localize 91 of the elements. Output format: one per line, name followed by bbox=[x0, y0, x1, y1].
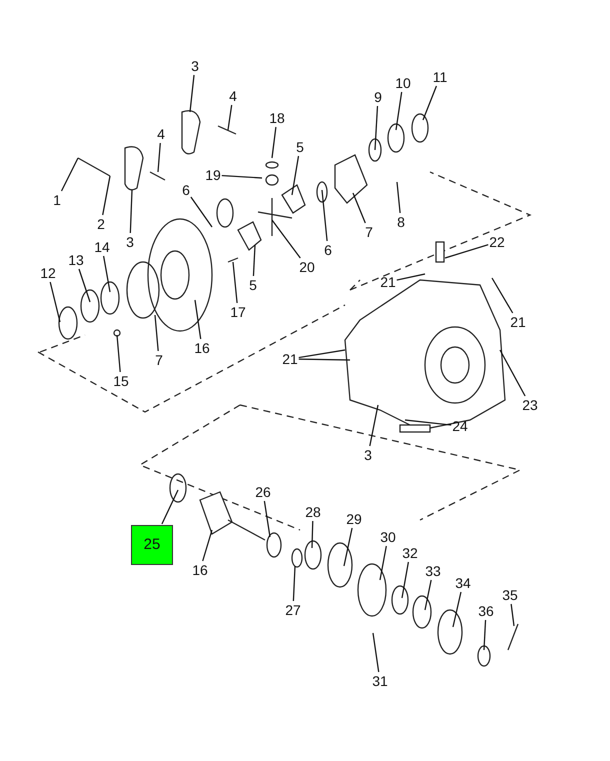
leader-line bbox=[422, 86, 437, 120]
callout-number: 30 bbox=[380, 529, 396, 545]
callout-number: 16 bbox=[192, 562, 208, 578]
leader-line bbox=[510, 604, 515, 626]
leader-line bbox=[372, 632, 380, 672]
leader-line bbox=[116, 334, 121, 372]
callout-number: 19 bbox=[205, 167, 221, 183]
callout-number: 3 bbox=[191, 58, 199, 74]
callout-number: 17 bbox=[230, 304, 246, 320]
callout-number: 31 bbox=[372, 673, 388, 689]
callout-number: 21 bbox=[282, 351, 298, 367]
callout-number: 27 bbox=[285, 602, 301, 618]
callout-number: 7 bbox=[365, 224, 373, 240]
callout-number: 23 bbox=[522, 397, 538, 413]
leader-line bbox=[395, 92, 402, 130]
leader-line bbox=[298, 358, 350, 361]
callout-number: 24 bbox=[452, 418, 468, 434]
leader-line bbox=[311, 520, 314, 548]
callout-number: 26 bbox=[255, 484, 271, 500]
callout-number: 22 bbox=[489, 234, 505, 250]
leader-line bbox=[189, 74, 195, 112]
callout-number: 7 bbox=[155, 352, 163, 368]
leader-line bbox=[272, 220, 301, 258]
callout-number: 14 bbox=[94, 239, 110, 255]
callout-number: 13 bbox=[68, 252, 84, 268]
callout-number: 33 bbox=[425, 563, 441, 579]
leader-line bbox=[396, 182, 401, 214]
leader-line bbox=[321, 190, 328, 242]
leader-line bbox=[161, 490, 179, 524]
leader-line bbox=[401, 562, 409, 598]
callout-number: 28 bbox=[305, 504, 321, 520]
callout-number: 34 bbox=[455, 575, 471, 591]
leader-line bbox=[271, 126, 276, 158]
callout-number: 10 bbox=[395, 75, 411, 91]
leader-line bbox=[78, 268, 91, 302]
leader-line bbox=[444, 244, 488, 259]
leader-line bbox=[374, 106, 378, 150]
leader-line bbox=[292, 566, 296, 602]
leader-line bbox=[190, 196, 212, 228]
leader-line bbox=[379, 546, 387, 580]
leader-line bbox=[50, 282, 61, 322]
callout-number: 12 bbox=[40, 265, 56, 281]
leader-line bbox=[157, 142, 161, 172]
callout-number: 36 bbox=[478, 603, 494, 619]
leader-line bbox=[483, 620, 486, 650]
callout-number: 21 bbox=[380, 274, 396, 290]
callout-number: 29 bbox=[346, 511, 362, 527]
leader-line bbox=[352, 192, 366, 224]
callout-number: 3 bbox=[364, 447, 372, 463]
leader-line bbox=[227, 104, 232, 130]
leader-line bbox=[396, 273, 426, 281]
callout-number: 2 bbox=[97, 216, 105, 232]
callout-number: 3 bbox=[126, 234, 134, 250]
leader-line bbox=[130, 190, 133, 234]
leader-line bbox=[154, 314, 159, 352]
leader-line bbox=[222, 174, 262, 179]
callout-number: 6 bbox=[324, 242, 332, 258]
callout-number: 4 bbox=[157, 126, 165, 142]
callout-number: 6 bbox=[182, 182, 190, 198]
callout-number: 35 bbox=[502, 587, 518, 603]
leader-line bbox=[499, 350, 526, 396]
highlighted-callout-number: 25 bbox=[131, 525, 173, 565]
callout-number: 5 bbox=[249, 277, 257, 293]
leader-line bbox=[194, 300, 202, 340]
leader-line bbox=[343, 528, 353, 566]
callout-number: 5 bbox=[296, 139, 304, 155]
callout-number: 1 bbox=[53, 192, 61, 208]
callout-number: 20 bbox=[299, 259, 315, 275]
callout-number: 18 bbox=[269, 110, 285, 126]
callout-number: 11 bbox=[432, 69, 448, 85]
callout-number: 21 bbox=[510, 314, 526, 330]
leader-line bbox=[202, 530, 213, 562]
leader-line bbox=[424, 580, 432, 610]
leader-line bbox=[491, 278, 514, 314]
leader-line bbox=[232, 262, 238, 304]
leader-line bbox=[298, 349, 346, 358]
leader-line bbox=[102, 176, 111, 216]
leader-line bbox=[369, 404, 379, 446]
leader-line bbox=[252, 244, 256, 276]
callout-number: 15 bbox=[113, 373, 129, 389]
leader-line bbox=[452, 592, 462, 628]
callout-number: 8 bbox=[397, 214, 405, 230]
callout-number: 32 bbox=[402, 545, 418, 561]
callout-number: 9 bbox=[374, 89, 382, 105]
callout-number: 4 bbox=[229, 88, 237, 104]
leader-line bbox=[291, 156, 300, 196]
leader-line bbox=[103, 256, 111, 292]
leader-line bbox=[60, 158, 79, 192]
callout-number: 16 bbox=[194, 340, 210, 356]
leader-line bbox=[404, 419, 452, 426]
leader-line bbox=[264, 500, 271, 538]
